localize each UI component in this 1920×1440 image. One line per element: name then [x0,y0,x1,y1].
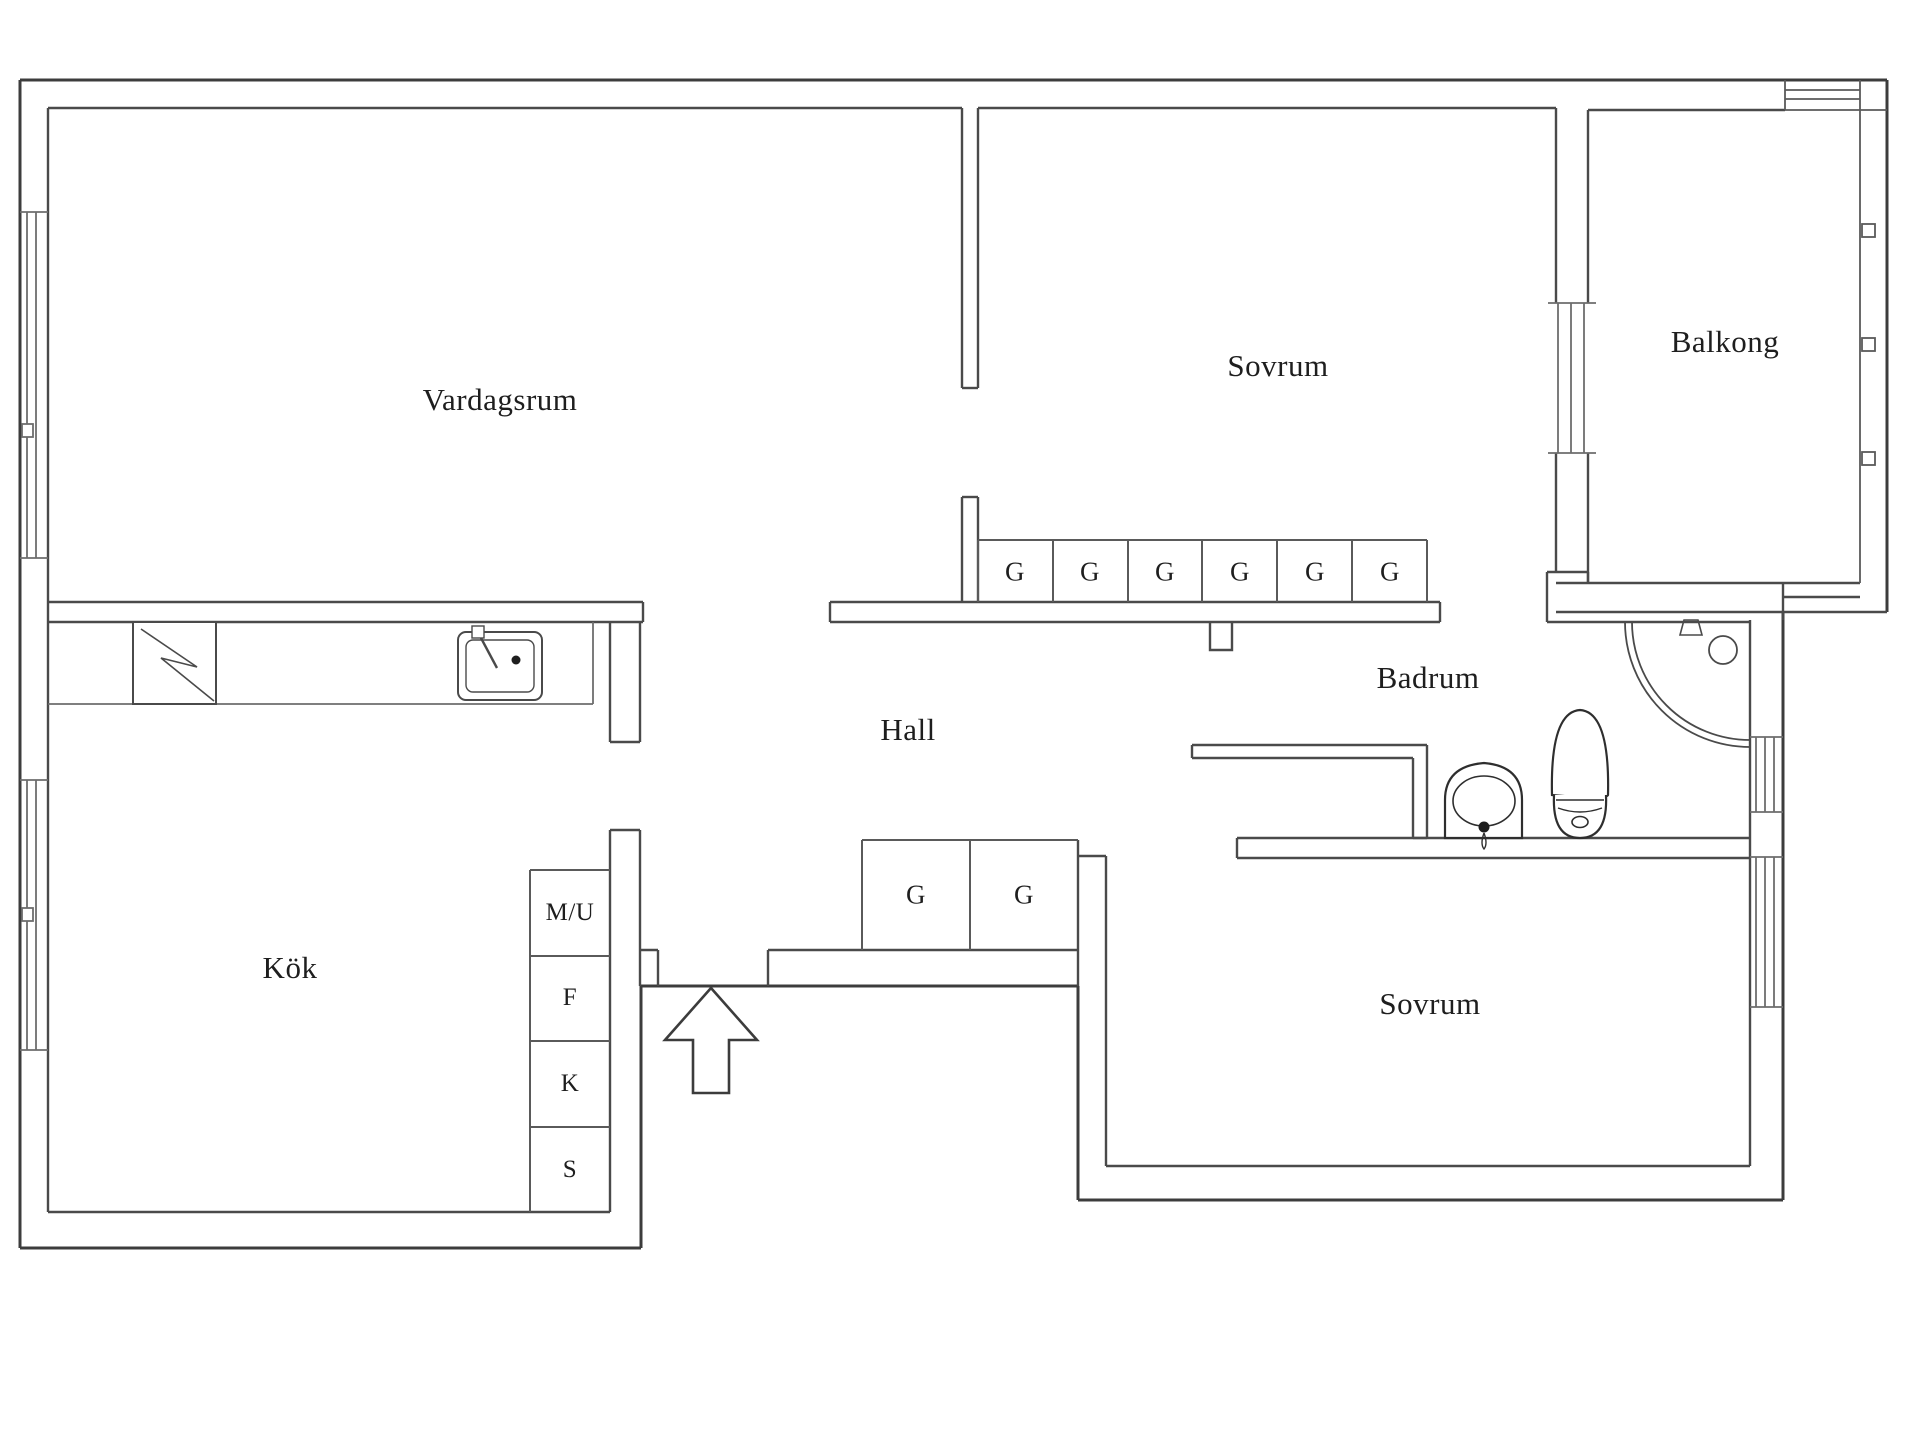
shower-icon [1624,619,1751,748]
toilet-icon [1550,708,1610,840]
outer-walls [18,78,1889,1250]
wardrobe-label: G [1155,556,1175,587]
wardrobe-label: G [1005,556,1025,587]
room-label-balcony: Balkong [1670,324,1780,359]
window-kitchen-icon [20,779,48,1051]
washbasin-icon [1443,761,1524,851]
appliance-label-k: K [560,1070,580,1097]
windows [20,211,1783,1051]
room-label-bedroom1: Sovrum [1227,348,1329,383]
window-living-icon [20,211,48,559]
room-label-bedroom2: Sovrum [1379,986,1481,1021]
window-bedroom2-icon [1750,856,1783,1008]
wardrobe-pair [861,839,1078,950]
wardrobe-label: G [1080,556,1100,587]
room-label-living: Vardagsrum [422,382,578,417]
appliance-column [529,869,610,1212]
entry-arrow-icon [662,986,760,1095]
appliance-label-mu: M/U [545,899,595,926]
wardrobe-label: G [1230,556,1250,587]
room-label-kitchen: Kök [262,950,318,985]
wardrobe-row [977,539,1428,602]
stove-icon [132,621,217,705]
room-label-bathroom: Badrum [1376,660,1480,695]
balcony-railing [1784,80,1887,583]
inner-walls [46,106,1887,1214]
wardrobe-label: G [1380,556,1400,587]
kitchen-sink-icon [457,625,543,701]
room-label-hall: Hall [880,712,936,747]
appliance-label-f: F [562,984,578,1011]
wardrobe-label: G [906,879,926,910]
window-bedroom1-icon [1548,302,1596,454]
window-bathroom-icon [1750,736,1783,813]
wardrobe-label: G [1305,556,1325,587]
wardrobe-label: G [1014,879,1034,910]
appliance-label-s: S [562,1156,578,1183]
